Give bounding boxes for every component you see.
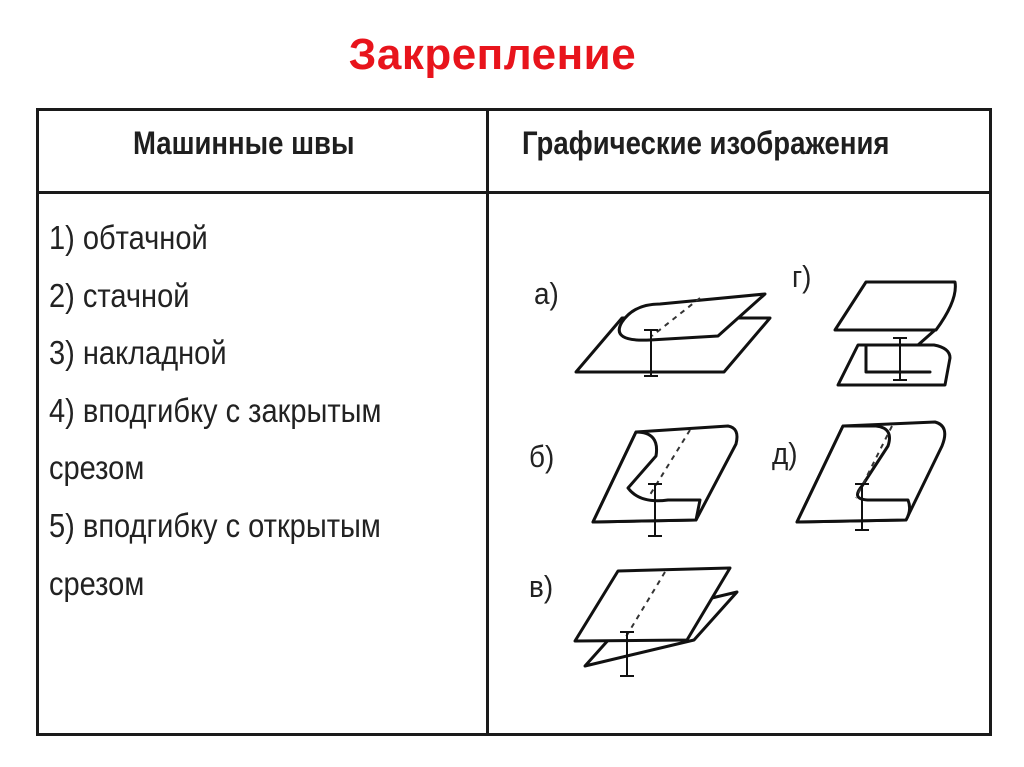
seam-diagram-d: [795, 420, 947, 531]
figure-label-g: г): [792, 259, 812, 294]
header-machine-seams: Машинные швы: [133, 125, 355, 161]
seam-diagram-g: [833, 280, 957, 387]
figure-label-b: б): [529, 439, 555, 474]
seams-table: Машинные швы Графические изображения 1) …: [36, 108, 992, 736]
seam-diagram-v: [573, 566, 739, 677]
seam-item: 1) обтачной: [49, 219, 208, 256]
figure-label-a: а): [534, 276, 559, 311]
page-title: Закрепление: [348, 30, 637, 79]
seam-item: срезом: [49, 564, 145, 602]
figure-label-d: д): [772, 436, 798, 471]
seam-item: 3) накладной: [49, 334, 227, 372]
seam-item: 5) вподгибку с открытым: [49, 506, 381, 544]
seam-diagram-a: [574, 292, 772, 377]
seam-list: 1) обтачной 2) стачной 3) накладной 4) в…: [49, 209, 381, 612]
seam-item: 4) вподгибку с закрытым: [49, 391, 382, 429]
column-divider: [486, 111, 489, 733]
seam-item: 2) стачной: [49, 276, 190, 314]
seam-diagram-b: [591, 424, 739, 537]
figure-label-v: в): [529, 569, 554, 604]
header-divider: [39, 191, 989, 194]
seam-item: срезом: [49, 449, 145, 487]
header-graphic-images: Графические изображения: [522, 125, 890, 161]
